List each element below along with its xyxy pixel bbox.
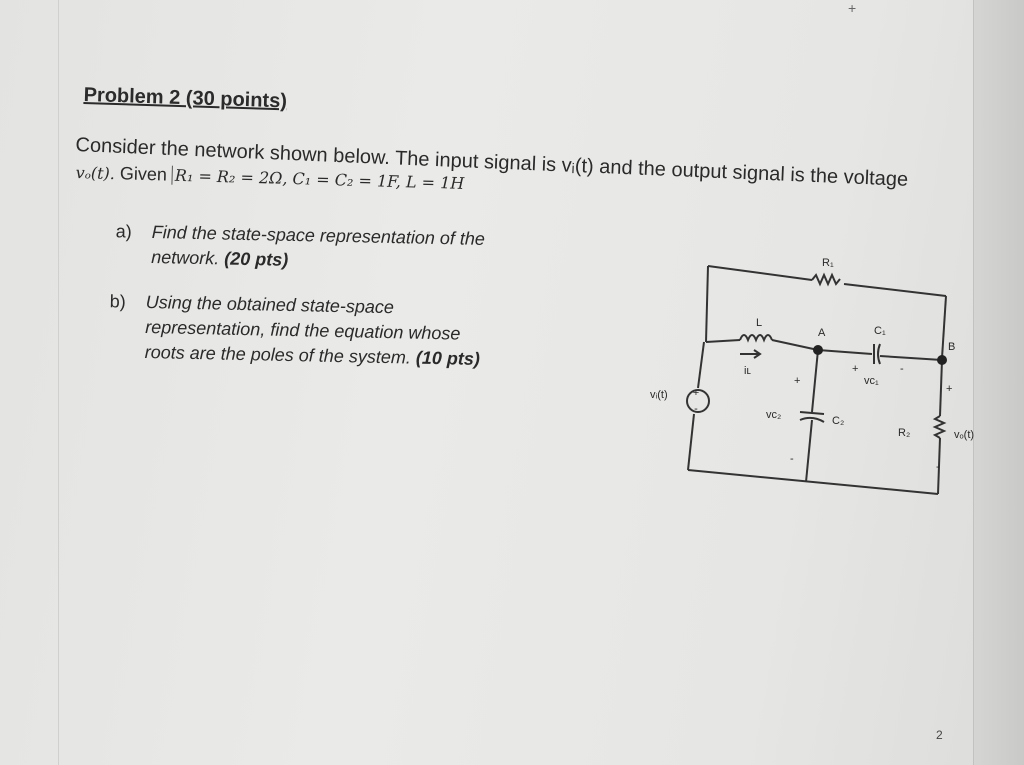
node-b-dot	[937, 355, 947, 365]
page-number: 2	[936, 728, 943, 742]
label-l: L	[756, 317, 762, 329]
wire-bottom	[687, 469, 939, 495]
wire-top-right	[843, 283, 947, 297]
label-node-b: B	[948, 341, 955, 353]
top-mark: +	[848, 0, 857, 16]
page-margin-line	[58, 0, 59, 765]
label-vc1: vᴄ₁	[864, 375, 879, 387]
wire-b-to-r2	[939, 359, 943, 417]
label-vo: vₒ(t)	[954, 429, 974, 441]
label-c1: C₁	[874, 325, 886, 337]
wire-c2-to-bottom	[805, 419, 813, 483]
wire-left-bottom	[687, 413, 695, 471]
label-r1: R₁	[822, 257, 834, 269]
label-c2-minus: -	[790, 453, 794, 465]
label-vc2: vᴄ₂	[766, 409, 781, 421]
label-c1-plus: +	[852, 363, 858, 375]
voltage-source	[686, 389, 710, 413]
wire-r2-to-bottom	[937, 437, 941, 495]
wire-a-to-c1	[817, 349, 873, 355]
label-c2: C₂	[832, 415, 844, 427]
page-edge	[973, 0, 1024, 765]
capacitor-c2-plate2	[799, 416, 825, 423]
capacitor-c2-plate1	[799, 411, 825, 415]
label-il: iʟ	[744, 365, 751, 377]
wire-a-to-c2	[811, 349, 819, 413]
label-vo-plus: +	[946, 383, 952, 395]
wire-top-left	[707, 265, 813, 281]
wire-inductor-to-a	[771, 339, 819, 351]
label-c1-minus: -	[900, 363, 904, 375]
inductor-l	[739, 334, 773, 343]
label-c2-plus: +	[794, 375, 800, 387]
source-plus: +	[693, 387, 699, 399]
node-a-dot	[813, 345, 823, 355]
wire-right-upper	[941, 295, 947, 359]
resistor-r2	[932, 415, 947, 439]
current-arrow	[740, 349, 762, 359]
label-vi: vᵢ(t)	[650, 389, 668, 401]
resistor-r1	[811, 272, 841, 287]
wire-to-inductor	[705, 339, 741, 343]
wire-left-mid	[697, 341, 705, 389]
label-vo-minus: -	[936, 461, 940, 473]
wire-left-top	[705, 265, 709, 343]
label-node-a: A	[818, 327, 826, 339]
label-r2: R₂	[898, 427, 910, 439]
source-minus: -	[694, 403, 698, 415]
capacitor-c1-plate2	[877, 343, 881, 365]
wire-c1-to-b	[879, 355, 943, 361]
